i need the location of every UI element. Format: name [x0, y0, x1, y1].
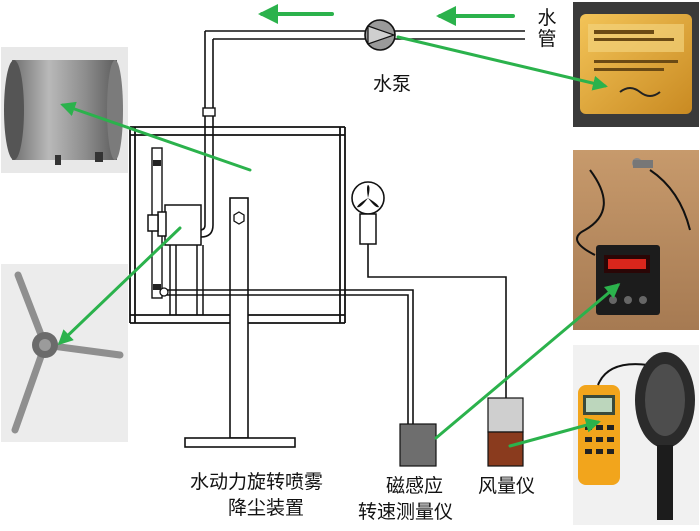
water-pipe — [190, 30, 525, 238]
photo-water-pump — [573, 2, 699, 127]
label-water-pump: 水泵 — [373, 73, 412, 95]
fan-icon — [351, 181, 385, 245]
photo-nozzle-rotor — [1, 264, 128, 442]
label-tachometer-line2: 转速测量仪 — [358, 501, 454, 523]
label-anemometer: 风量仪 — [478, 475, 536, 497]
pointer-anemometer — [508, 417, 601, 448]
pointer-tachometer — [434, 283, 621, 440]
label-tachometer-line1: 磁感应 — [386, 475, 444, 497]
pointer-cylinder — [60, 101, 252, 172]
hex-nut-icon — [233, 211, 245, 225]
pointer-pump — [396, 35, 608, 91]
base-stand — [184, 437, 296, 448]
pointer-nozzle — [57, 226, 182, 346]
photo-tachometer — [573, 150, 699, 330]
support-post — [229, 197, 249, 439]
label-device-line1: 水动力旋转喷雾 — [190, 471, 324, 493]
anemometer-box — [487, 397, 524, 467]
label-water-pipe: 水管 — [537, 7, 557, 50]
pipe-joint — [202, 107, 216, 117]
signal-wires — [166, 244, 507, 424]
label-device-line2: 降尘装置 — [228, 497, 305, 519]
tachometer-box — [399, 423, 437, 467]
pump-icon — [364, 19, 396, 51]
photo-anemometer — [573, 345, 699, 525]
photo-cylinder — [1, 47, 128, 173]
